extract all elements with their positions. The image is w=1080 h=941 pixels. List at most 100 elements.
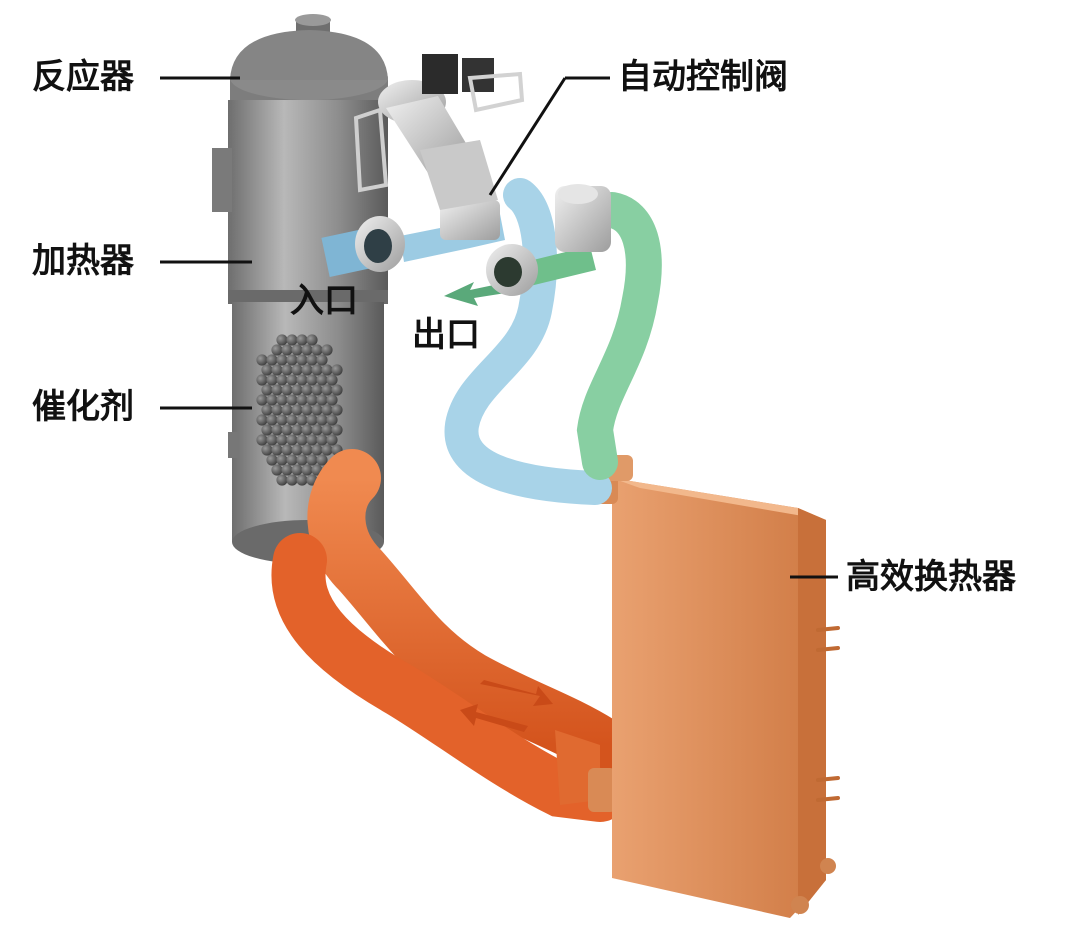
catalyst-pellet: [286, 334, 298, 346]
catalyst-pellet: [316, 374, 328, 386]
catalyst-pellet: [276, 374, 288, 386]
catalyst-pellet: [266, 434, 278, 446]
catalyst-pellet: [286, 374, 298, 386]
catalyst-pellets: [256, 334, 343, 486]
catalyst-pellet: [256, 374, 268, 386]
catalyst-pellet: [296, 454, 308, 466]
catalyst-pellet: [311, 424, 323, 436]
catalyst-pellet: [321, 344, 333, 356]
reactor-label: 反应器: [32, 57, 134, 97]
catalyst-pellet: [331, 424, 343, 436]
catalyst-pellet: [311, 404, 323, 416]
catalyst-pellet: [326, 374, 338, 386]
catalyst-pellet: [281, 424, 293, 436]
catalyst-pellet: [271, 424, 283, 436]
catalyst-pellet: [286, 454, 298, 466]
catalyst-pellet: [276, 474, 288, 486]
inlet-label: 入口: [290, 281, 358, 321]
catalyst-pellet: [291, 404, 303, 416]
catalyst-pellet: [256, 414, 268, 426]
flow-arrow-right: [480, 680, 553, 706]
catalyst-pellet: [286, 394, 298, 406]
catalyst-pellet: [256, 354, 268, 366]
heater-label: 加热器: [32, 241, 134, 281]
catalyst-pellet: [306, 334, 318, 346]
catalyst-pellet: [271, 384, 283, 396]
catalyst-pellet: [316, 454, 328, 466]
catalyst-pellet: [271, 404, 283, 416]
catalyst-pellet: [311, 364, 323, 376]
catalyst-pellet: [296, 334, 308, 346]
catalyst-pellet: [321, 424, 333, 436]
catalyst-pellet: [266, 374, 278, 386]
flow-arrow-left: [460, 704, 528, 732]
catalyst-pellet: [301, 424, 313, 436]
catalyst-pellet: [271, 344, 283, 356]
catalyst-pellet: [286, 414, 298, 426]
catalyst-pellet: [276, 434, 288, 446]
catalyst-pellet: [266, 354, 278, 366]
catalyst-pellet: [316, 434, 328, 446]
catalyst-pellet: [301, 384, 313, 396]
catalyst-pellet: [291, 444, 303, 456]
catalyst-pellet: [286, 434, 298, 446]
catalyst-pellet: [301, 464, 313, 476]
catalyst-pellet: [306, 394, 318, 406]
catalyst-pellet: [326, 414, 338, 426]
catalyst-pellet: [276, 414, 288, 426]
catalyst-pellet: [261, 364, 273, 376]
catalyst-pellet: [261, 444, 273, 456]
catalyst-pellet: [276, 394, 288, 406]
catalyst-pellet: [321, 364, 333, 376]
catalyst-pellet: [301, 344, 313, 356]
catalyst-pellet: [316, 394, 328, 406]
catalyst-pellet: [281, 464, 293, 476]
catalyst-pellet: [301, 364, 313, 376]
heat-exchanger-label: 高效换热器: [846, 557, 1016, 597]
catalyst-pellet: [301, 404, 313, 416]
catalyst-pellet: [316, 354, 328, 366]
catalyst-pellet: [291, 344, 303, 356]
catalyst-pellet: [331, 384, 343, 396]
leader-lines: [160, 76, 838, 579]
catalyst-pellet: [261, 404, 273, 416]
catalyst-pellet: [301, 444, 313, 456]
catalyst-pellet: [281, 404, 293, 416]
catalyst-pellet: [296, 394, 308, 406]
catalyst-pellet: [296, 434, 308, 446]
automatic-control-valve: [353, 54, 525, 210]
catalyst-pellet: [291, 464, 303, 476]
catalyst-pellet: [271, 364, 283, 376]
catalyst-pellet: [271, 464, 283, 476]
catalyst-pellet: [296, 474, 308, 486]
catalyst-pellet: [281, 444, 293, 456]
catalyst-pellet: [286, 354, 298, 366]
catalyst-pellet: [326, 434, 338, 446]
catalyst-label: 催化剂: [32, 387, 134, 427]
pipe-fittings: [355, 184, 611, 296]
catalyst-pellet: [291, 364, 303, 376]
catalyst-pellet: [316, 414, 328, 426]
catalyst-pellet: [326, 394, 338, 406]
catalyst-pellet: [266, 414, 278, 426]
outlet-label: 出口: [412, 315, 480, 355]
catalyst-pellet: [281, 344, 293, 356]
catalyst-pellet: [331, 404, 343, 416]
catalyst-pellet: [296, 374, 308, 386]
catalyst-pellet: [291, 384, 303, 396]
catalyst-pellet: [311, 444, 323, 456]
catalyst-pellet: [306, 434, 318, 446]
catalyst-pellet: [271, 444, 283, 456]
catalyst-pellet: [276, 354, 288, 366]
catalyst-pellet: [321, 384, 333, 396]
catalyst-pellet: [281, 384, 293, 396]
catalyst-pellet: [306, 354, 318, 366]
catalyst-pellet: [286, 474, 298, 486]
heat-exchanger-body: [588, 455, 840, 918]
catalyst-pellet: [261, 424, 273, 436]
hot-gas-pipe: [271, 449, 629, 822]
catalyst-pellet: [306, 414, 318, 426]
catalyst-pellet: [311, 344, 323, 356]
catalyst-pellet: [276, 454, 288, 466]
